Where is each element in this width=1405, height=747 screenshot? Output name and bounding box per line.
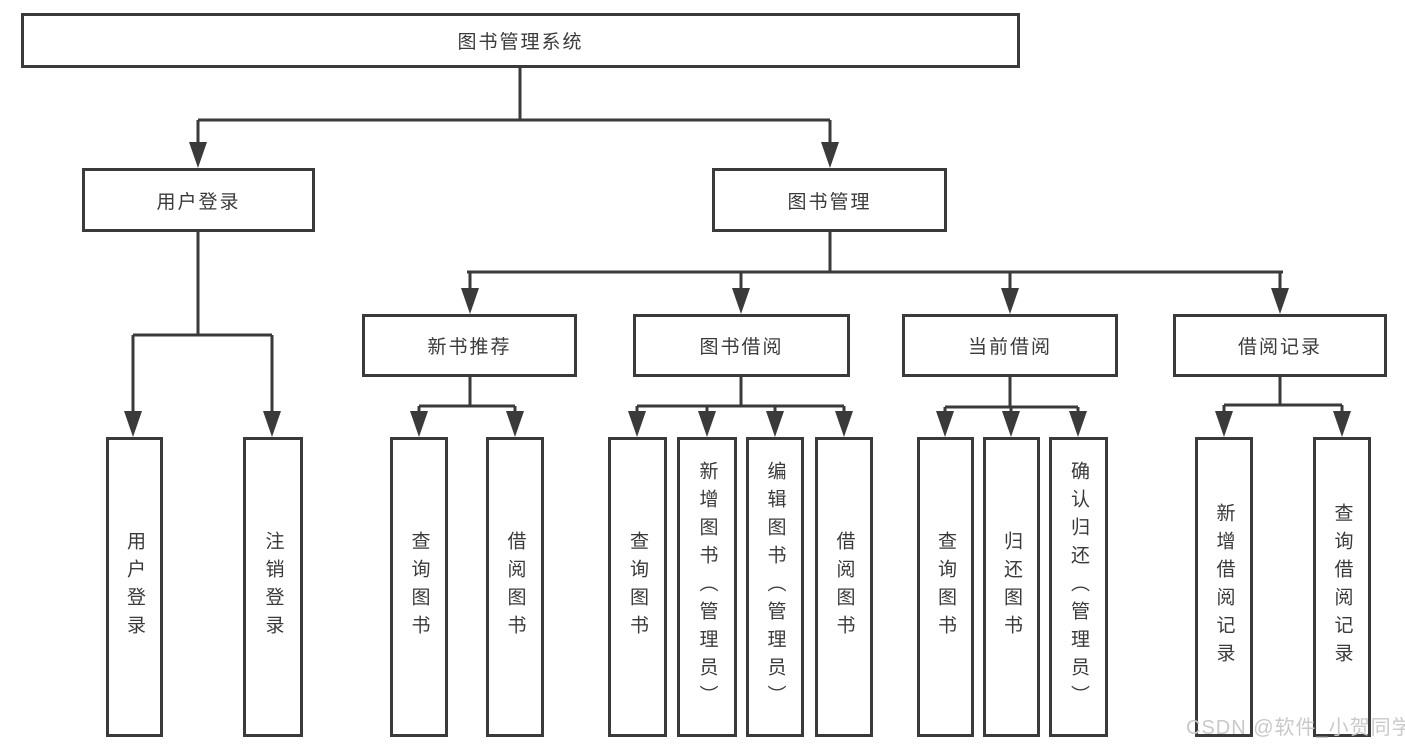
leaf-user-login: 用户登录 (106, 437, 163, 737)
leaf-borrow-books-2: 借阅图书 (815, 437, 873, 737)
node-user-login: 用户登录 (82, 168, 315, 232)
leaf-query-books-2: 查询图书 (608, 437, 667, 737)
node-borrow-record: 借阅记录 (1173, 314, 1387, 377)
leaf-query-borrow-record: 查询借阅记录 (1313, 437, 1371, 737)
node-new-book-recommend: 新书推荐 (362, 314, 577, 377)
node-current-borrow: 当前借阅 (902, 314, 1118, 377)
node-root-label: 图书管理系统 (457, 32, 584, 53)
node-user-login-label: 用户登录 (156, 191, 241, 213)
node-borrow-record-label: 借阅记录 (1237, 337, 1322, 358)
node-book-management-label: 图书管理 (787, 191, 872, 213)
node-book-borrow: 图书借阅 (633, 314, 850, 377)
leaf-query-books-3: 查询图书 (917, 437, 974, 737)
leaf-add-borrow-record: 新增借阅记录 (1195, 437, 1253, 737)
leaf-return-books: 归还图书 (983, 437, 1040, 737)
leaf-edit-books-admin: 编辑图书（管理员） (746, 437, 804, 737)
leaf-confirm-return-admin: 确认归还（管理员） (1049, 437, 1108, 737)
leaf-add-books-admin: 新增图书（管理员） (677, 437, 737, 737)
node-new-book-recommend-label: 新书推荐 (427, 337, 512, 358)
leaf-query-books-1: 查询图书 (390, 437, 448, 737)
node-root: 图书管理系统 (21, 13, 1020, 68)
node-current-borrow-label: 当前借阅 (967, 337, 1052, 358)
node-book-borrow-label: 图书借阅 (699, 337, 784, 358)
leaf-borrow-books-1: 借阅图书 (486, 437, 544, 737)
csdn-watermark: CSDN @软件_小贺同学 (1186, 717, 1405, 739)
leaf-logout: 注销登录 (243, 437, 303, 737)
node-book-management: 图书管理 (712, 168, 947, 232)
